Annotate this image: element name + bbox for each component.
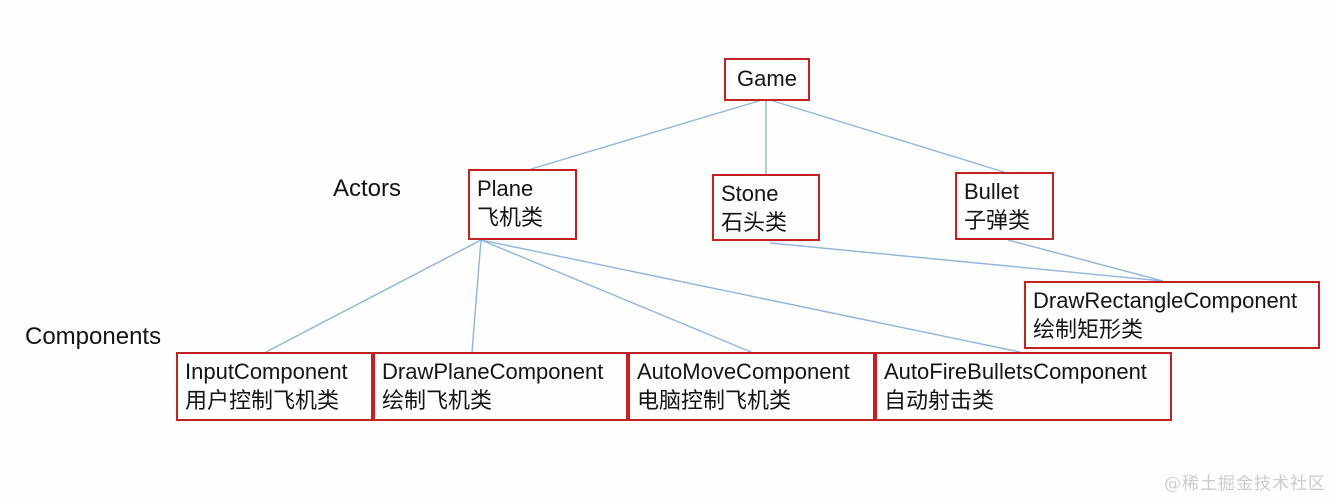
node-auto-move-component-title: AutoMoveComponent bbox=[637, 359, 850, 384]
edge-game-bullet bbox=[769, 99, 1005, 173]
node-input-component-subtitle: 用户控制飞机类 bbox=[185, 389, 340, 414]
edge-plane-auto-move-component bbox=[480, 239, 752, 353]
node-auto-fire-bullets-component-subtitle: 自动射击类 bbox=[884, 389, 995, 414]
actors-label: Actors bbox=[333, 175, 402, 202]
watermark: @稀土掘金技术社区 bbox=[1164, 474, 1326, 494]
node-auto-move-component-subtitle: 电脑控制飞机类 bbox=[637, 389, 792, 414]
node-draw-rectangle-component-subtitle: 绘制矩形类 bbox=[1033, 318, 1144, 343]
node-draw-plane-component: DrawPlaneComponent 绘制飞机类 bbox=[373, 352, 628, 421]
node-input-component-title: InputComponent bbox=[185, 359, 348, 384]
node-stone-title: Stone bbox=[721, 181, 779, 206]
edge-plane-input-component bbox=[265, 239, 482, 353]
edge-game-plane bbox=[530, 99, 763, 170]
node-stone: Stone 石头类 bbox=[712, 174, 820, 241]
node-stone-subtitle: 石头类 bbox=[721, 211, 788, 236]
node-draw-plane-component-title: DrawPlaneComponent bbox=[382, 359, 604, 384]
node-auto-fire-bullets-component: AutoFireBulletsComponent 自动射击类 bbox=[875, 352, 1172, 421]
node-input-component: InputComponent 用户控制飞机类 bbox=[176, 352, 373, 421]
node-bullet-subtitle: 子弹类 bbox=[964, 209, 1031, 234]
node-bullet-title: Bullet bbox=[964, 179, 1020, 204]
node-draw-plane-component-subtitle: 绘制飞机类 bbox=[382, 389, 493, 414]
node-auto-fire-bullets-component-title: AutoFireBulletsComponent bbox=[884, 359, 1147, 384]
edge-plane-draw-plane-component bbox=[471, 239, 482, 353]
edge-plane-auto-fire-bullets-component bbox=[480, 239, 1021, 353]
node-bullet: Bullet 子弹类 bbox=[955, 172, 1054, 240]
components-label: Components bbox=[25, 323, 162, 350]
node-game-title: Game bbox=[737, 66, 797, 91]
node-plane-title: Plane bbox=[477, 176, 534, 201]
node-plane: Plane 飞机类 bbox=[468, 169, 577, 240]
node-plane-subtitle: 飞机类 bbox=[477, 206, 544, 231]
node-draw-rectangle-component-title: DrawRectangleComponent bbox=[1033, 288, 1298, 313]
edge-stone-draw-rectangle-component bbox=[769, 242, 1164, 282]
node-draw-rectangle-component: DrawRectangleComponent 绘制矩形类 bbox=[1024, 281, 1320, 349]
node-auto-move-component: AutoMoveComponent 电脑控制飞机类 bbox=[628, 352, 875, 421]
node-game: Game bbox=[724, 58, 810, 101]
edge-bullet-draw-rectangle-component bbox=[1007, 239, 1164, 282]
